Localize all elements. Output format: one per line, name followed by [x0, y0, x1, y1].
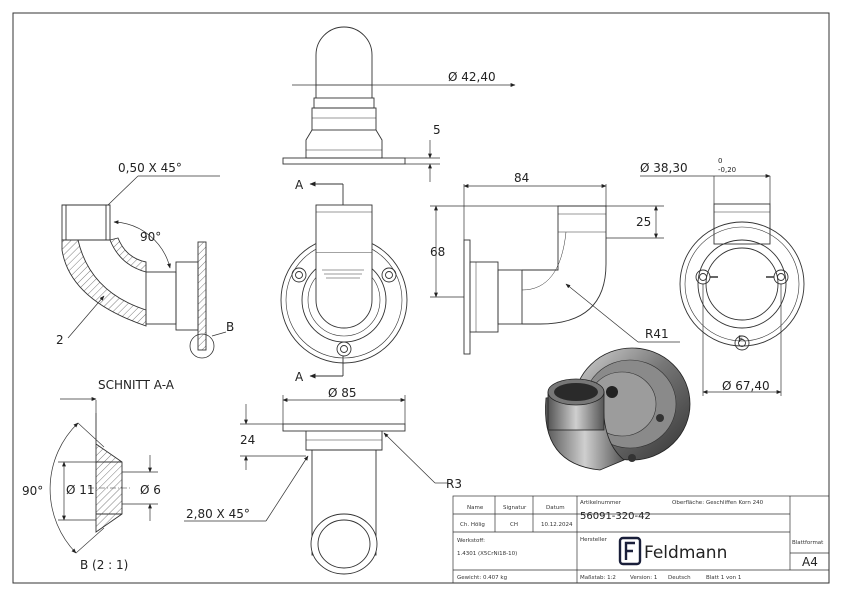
tb-header-date: Datum	[546, 505, 565, 511]
angle-arc-detail	[49, 422, 79, 554]
tb-date: 10.12.2024	[541, 522, 573, 528]
label-tol-upper: 0	[718, 157, 722, 165]
angle-arc-section	[113, 220, 171, 269]
label-chamfer-outer: 0,50 X 45°	[118, 161, 182, 175]
bottom-view	[282, 423, 406, 575]
top-view	[282, 26, 406, 165]
tb-material-label: Werkstoff:	[457, 538, 485, 544]
dim-width	[463, 184, 607, 240]
tb-signature: CH	[510, 522, 518, 528]
detail-b-view	[60, 397, 132, 533]
tb-header-signature: Signatur	[503, 505, 527, 511]
title-block	[452, 495, 830, 584]
tb-name: Ch. Hölig	[460, 522, 485, 528]
tb-version: Version: 1	[630, 575, 657, 581]
label-bolt-circle: Ø 67,40	[722, 379, 770, 393]
tb-weight: Gewicht: 0.407 kg	[457, 575, 507, 581]
rear-view: F	[679, 203, 805, 351]
dim-bolt-circle	[702, 284, 782, 396]
tb-manufacturer-label: Hersteller	[580, 537, 608, 543]
label-wall: 2	[56, 333, 64, 347]
tb-format-value: A4	[802, 555, 818, 569]
isometric-render	[545, 347, 691, 471]
label-section-title: SCHNITT A-A	[98, 378, 175, 392]
label-detail-hole: Ø 11	[66, 483, 95, 497]
leader-radius-bend	[565, 283, 680, 343]
label-section-arrow-bottom: A	[295, 370, 304, 384]
label-radius-bend: R41	[645, 327, 669, 341]
dim-flange-diameter	[282, 395, 406, 424]
leader-detail-b	[211, 331, 227, 337]
dim-flange-height	[240, 404, 306, 470]
label-width: 84	[514, 171, 529, 185]
dim-top-diameter: Ø 42,40	[292, 70, 516, 87]
label-flange-height: 24	[240, 433, 255, 447]
angle-line-bottom	[75, 527, 105, 554]
dim-detail-hole	[58, 461, 96, 521]
label-flange-diameter: Ø 85	[328, 386, 357, 400]
label-detail-angle: 90°	[22, 484, 43, 498]
label-tol-lower: -0,20	[718, 166, 736, 174]
tb-surface-value: Geschliffen Korn 240	[706, 500, 764, 506]
tb-header-name: Name	[467, 505, 484, 511]
tb-scale: Maßstab: 1:2	[580, 575, 616, 581]
leader-wall	[67, 295, 105, 339]
label-tube-diameter: Ø 38,30	[640, 161, 688, 175]
dim-height	[430, 205, 558, 298]
logo-text: Feldmann	[644, 543, 727, 563]
dim-flange-thickness	[405, 140, 440, 182]
tb-article-label: Artikelnummer	[580, 500, 622, 506]
side-view	[463, 205, 607, 355]
dim-detail-counter	[122, 455, 158, 521]
label-section-arrow-top: A	[295, 178, 304, 192]
tb-article-number: 56091-320-42	[580, 511, 651, 522]
label-detail-counter: Ø 6	[140, 483, 161, 497]
label-detail-caption: B (2 : 1)	[80, 558, 128, 572]
label-detail-b: B	[226, 320, 234, 334]
sheet-border	[12, 12, 830, 584]
tb-format-label: Blattformat	[792, 540, 824, 546]
svg-text:F: F	[738, 335, 743, 345]
tb-surface-label: Oberfläche:	[672, 500, 704, 506]
tb-sheet: Blatt 1 von 1	[706, 575, 741, 581]
angle-line-top	[77, 422, 105, 448]
tb-material-value: 1.4301 (X5CrNi18-10)	[457, 551, 517, 557]
feldmann-logo: Feldmann	[618, 536, 727, 566]
front-view	[280, 204, 408, 364]
label-radius-small: R3	[446, 477, 462, 491]
label-pipe-len: 25	[636, 215, 651, 229]
dim-chamfer-outer	[107, 175, 220, 206]
dim-pipe-len	[606, 205, 664, 239]
dim-tube-diameter	[640, 174, 771, 204]
label-angle-section: 90°	[140, 230, 161, 244]
section-arrows	[309, 181, 344, 379]
label-height: 68	[430, 245, 445, 259]
label-top-diameter: Ø 42,40	[448, 70, 496, 84]
tb-language: Deutsch	[668, 575, 691, 581]
label-chamfer-inner: 2,80 X 45°	[186, 507, 250, 521]
leader-chamfer-inner	[184, 455, 309, 522]
label-flange-thickness: 5	[433, 123, 441, 137]
leader-radius-small	[383, 432, 448, 484]
